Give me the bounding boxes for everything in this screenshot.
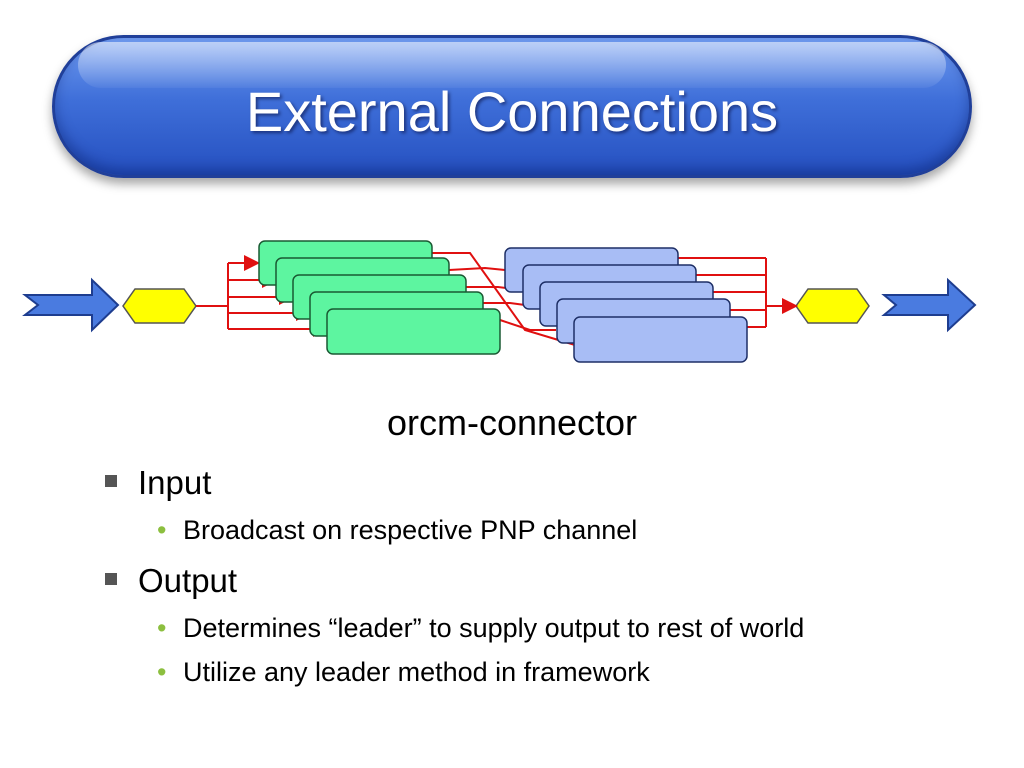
subbullet-text: Determines “leader” to supply output to … <box>183 613 805 643</box>
green-node-stack <box>258 240 501 355</box>
square-bullet-icon <box>105 475 117 487</box>
bullet-list: Input • Broadcast on respective PNP chan… <box>105 460 1005 700</box>
dot-bullet-icon: • <box>157 515 167 545</box>
output-arrow-icon <box>881 277 977 333</box>
green-node <box>326 308 501 355</box>
bullet-label: Input <box>138 464 212 501</box>
dot-bullet-icon: • <box>157 613 167 643</box>
title-banner-highlight <box>78 42 946 88</box>
square-bullet-icon <box>105 573 117 585</box>
diagram-caption: orcm-connector <box>386 402 638 443</box>
dot-bullet-icon: • <box>157 657 167 687</box>
blue-node <box>573 316 748 363</box>
subbullet: • Broadcast on respective PNP channel <box>105 510 1005 550</box>
input-connector-node <box>122 288 197 324</box>
subbullet: • Utilize any leader method in framework <box>105 652 1005 692</box>
bullet-input: Input <box>105 460 1005 506</box>
bullet-output: Output <box>105 558 1005 604</box>
output-connector-node <box>795 288 870 324</box>
input-arrow-icon <box>22 277 120 333</box>
subbullet: • Determines “leader” to supply output t… <box>105 608 1005 648</box>
slide-title: External Connections <box>245 80 779 143</box>
subbullet-text: Broadcast on respective PNP channel <box>183 515 638 545</box>
subbullet-text: Utilize any leader method in framework <box>183 657 650 687</box>
connector-diagram <box>22 240 977 363</box>
bullet-label: Output <box>138 562 238 599</box>
blue-node-stack <box>504 247 748 363</box>
